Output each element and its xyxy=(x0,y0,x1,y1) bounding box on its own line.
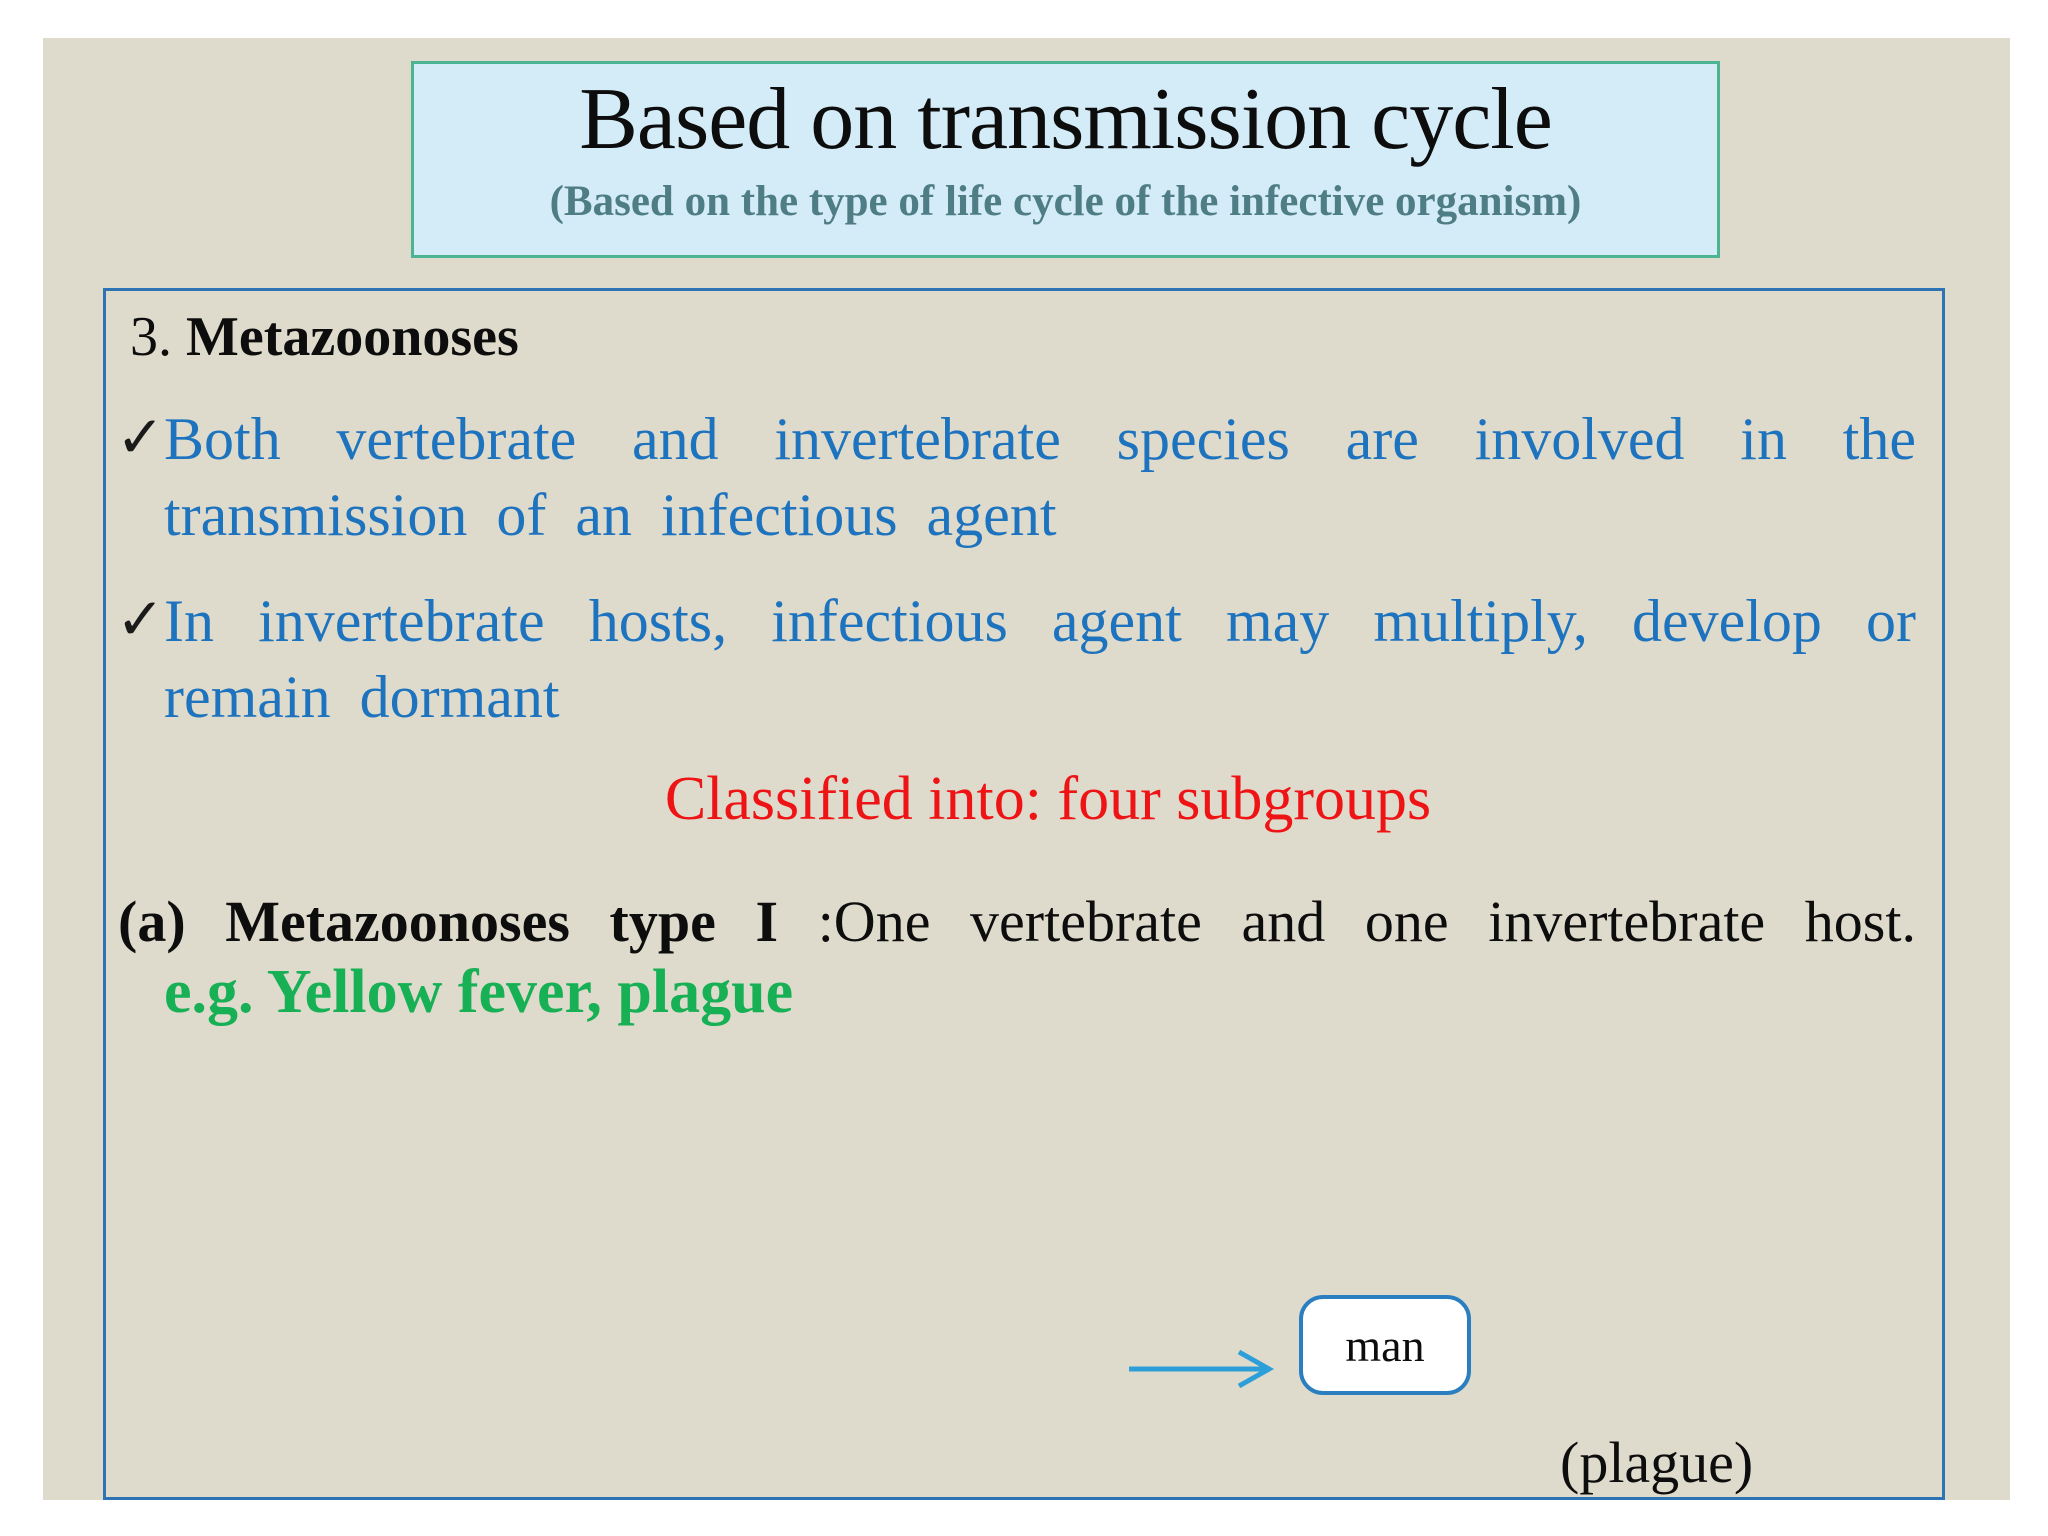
man-node: man xyxy=(1299,1295,1471,1395)
content-box: 3. Metazoonoses ✓ Both vertebrate and in… xyxy=(103,288,1945,1500)
bullet2-line1: In invertebrate hosts, infectious agent … xyxy=(164,588,1916,654)
checkmark-icon: ✓ xyxy=(116,585,165,653)
bullet2-line2: remain dormant xyxy=(164,664,560,730)
example-text: e.g. Yellow fever, plague xyxy=(164,958,794,1026)
bullet1-line1: Both vertebrate and invertebrate species… xyxy=(164,406,1916,472)
section-heading: 3. Metazoonoses xyxy=(130,304,1916,370)
classification-text: Classified into: four subgroups xyxy=(664,765,1432,833)
page-subtitle: (Based on the type of life cycle of the … xyxy=(549,178,1582,225)
bullet-invertebrate-hosts: ✓ In invertebrate hosts, infectious agen… xyxy=(116,583,1916,735)
plague-caption: (plague) xyxy=(1560,1430,1754,1495)
section-number: 3. xyxy=(130,306,186,368)
title-box: Based on transmission cycle (Based on th… xyxy=(411,61,1720,258)
page-title: Based on transmission cycle xyxy=(579,71,1553,168)
checkmark-icon: ✓ xyxy=(116,403,165,471)
bullet-species-involved: ✓ Both vertebrate and invertebrate speci… xyxy=(116,401,1916,553)
type-i-label: (a) Metazoonoses type I xyxy=(118,889,818,954)
type-i-description: :One vertebrate and one invertebrate hos… xyxy=(817,889,1916,954)
man-node-label: man xyxy=(1345,1319,1425,1371)
bullet1-line2: transmission of an infectious agent xyxy=(164,482,1057,548)
slide-background: Based on transmission cycle (Based on th… xyxy=(43,38,2010,1500)
metazoonoses-type-i-line: (a) Metazoonoses type I :One vertebrate … xyxy=(118,885,1916,959)
section-title: Metazoonoses xyxy=(186,306,519,368)
right-arrow-icon xyxy=(1129,1349,1275,1389)
